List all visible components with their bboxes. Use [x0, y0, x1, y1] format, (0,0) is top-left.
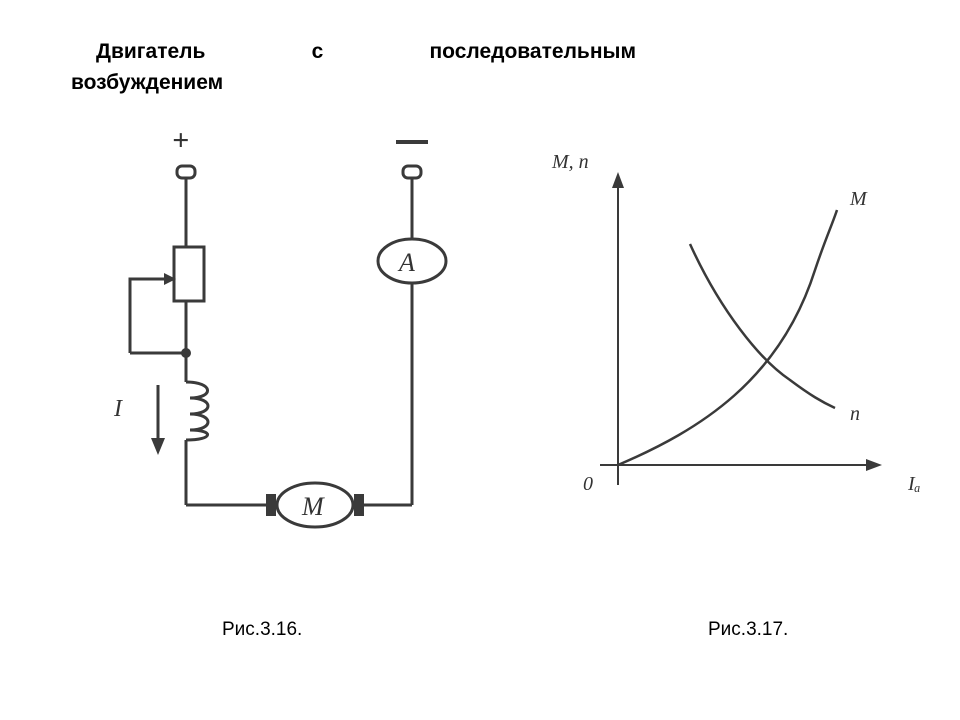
figure-caption-3-16: Рис.3.16.: [222, 619, 303, 640]
minus-terminal: [401, 164, 423, 180]
current-arrowhead: [151, 438, 165, 455]
rheostat: [172, 245, 206, 303]
x-axis-arrowhead: [866, 459, 882, 471]
circuit-diagram: + I M A −: [0, 0, 448, 529]
speed-curve-label: n: [850, 403, 860, 425]
motor-brush-right: [354, 494, 364, 516]
title-word-1: Двигатель: [96, 40, 206, 63]
ammeter-label: A: [397, 248, 415, 277]
figure-caption-3-17: Рис.3.17.: [708, 619, 789, 640]
origin-label: 0: [583, 473, 593, 495]
speed-curve: [688, 243, 836, 410]
y-axis-arrowhead: [612, 172, 624, 188]
torque-curve: [617, 209, 839, 467]
motor-symbol: [275, 481, 355, 529]
current-label: I: [113, 396, 123, 422]
characteristics-graph: M, n Iₐ 0 M n: [551, 151, 921, 495]
y-axis-label: M, n: [551, 151, 589, 173]
title-word-2: с: [311, 40, 324, 63]
torque-curve-label: M: [849, 188, 868, 210]
slide-title-line-2: возбуждением: [71, 71, 224, 94]
x-axis-label: Iₐ: [907, 473, 921, 495]
plus-terminal-label: +: [172, 124, 189, 157]
slide-title-line-1: Двигатель с последовательным: [96, 40, 636, 64]
motor-brush-left: [266, 494, 276, 516]
minus-terminal-text: −: [0, 0, 1, 1]
wiper-arrowhead: [164, 273, 176, 285]
motor-label: M: [301, 492, 325, 521]
title-word-3: последовательным: [429, 40, 636, 63]
rheostat-wiper: [128, 277, 168, 353]
plus-terminal: [175, 164, 197, 180]
series-field-coil: [185, 380, 210, 442]
